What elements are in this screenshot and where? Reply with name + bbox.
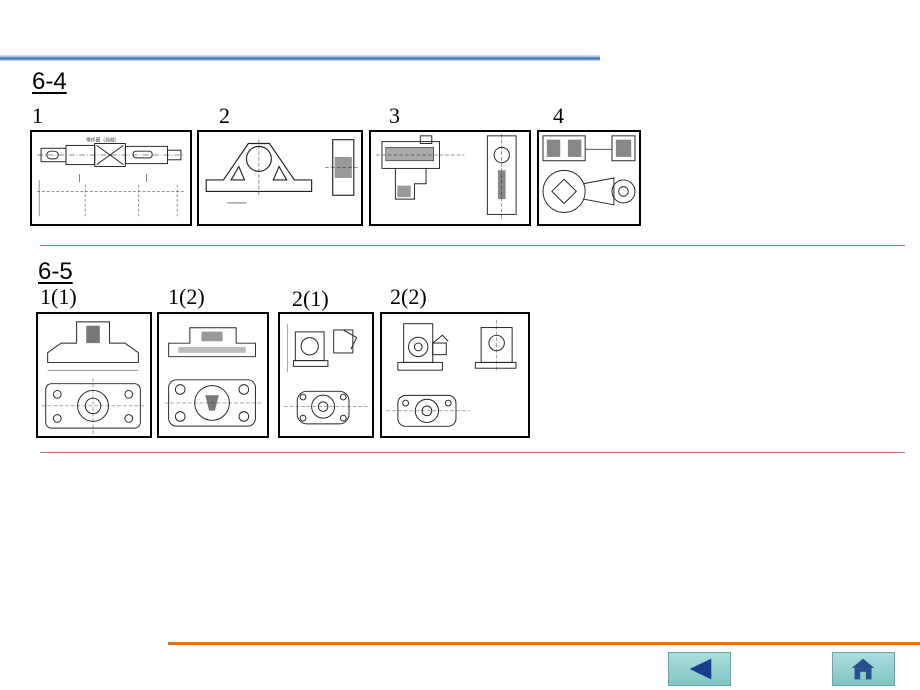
drawing-thumb-6-4-1[interactable]: 零件图（局部）	[30, 130, 192, 226]
drawing-thumb-6-5-1-2[interactable]	[157, 312, 269, 438]
back-button[interactable]	[668, 652, 731, 686]
section-title-6-5: 6-5	[38, 258, 73, 285]
drawing-thumb-6-4-4[interactable]	[537, 130, 641, 226]
item-label-6-5-2-1: 2(1)	[292, 286, 329, 311]
header-rule	[0, 55, 600, 61]
item-label-6-4-3: 3	[389, 103, 400, 128]
item-label-6-5-1-1: 1(1)	[40, 284, 77, 309]
thumb-caption: 零件图（局部）	[86, 137, 119, 144]
section-divider-1	[40, 245, 905, 246]
item-label-6-4-2: 2	[219, 103, 230, 128]
drawing-thumb-6-5-2-2[interactable]	[380, 312, 530, 438]
item-label-6-4-4: 4	[553, 103, 564, 128]
drawing-thumb-6-4-2[interactable]	[197, 130, 363, 226]
item-label-6-5-2-2: 2(2)	[390, 284, 427, 309]
drawing-thumb-6-5-1-1[interactable]	[36, 312, 152, 438]
home-button[interactable]	[832, 652, 895, 686]
item-label-6-4-1: 1	[32, 103, 43, 128]
drawing-thumb-6-5-2-1[interactable]	[278, 312, 374, 438]
triangle-left-icon	[689, 658, 712, 680]
section-divider-2	[40, 452, 905, 453]
drawing-thumb-6-4-3[interactable]	[369, 130, 531, 226]
house-icon	[851, 658, 875, 680]
item-label-6-5-1-2: 1(2)	[168, 284, 205, 309]
footer-rule	[168, 642, 920, 645]
section-title-6-4: 6-4	[32, 68, 67, 95]
